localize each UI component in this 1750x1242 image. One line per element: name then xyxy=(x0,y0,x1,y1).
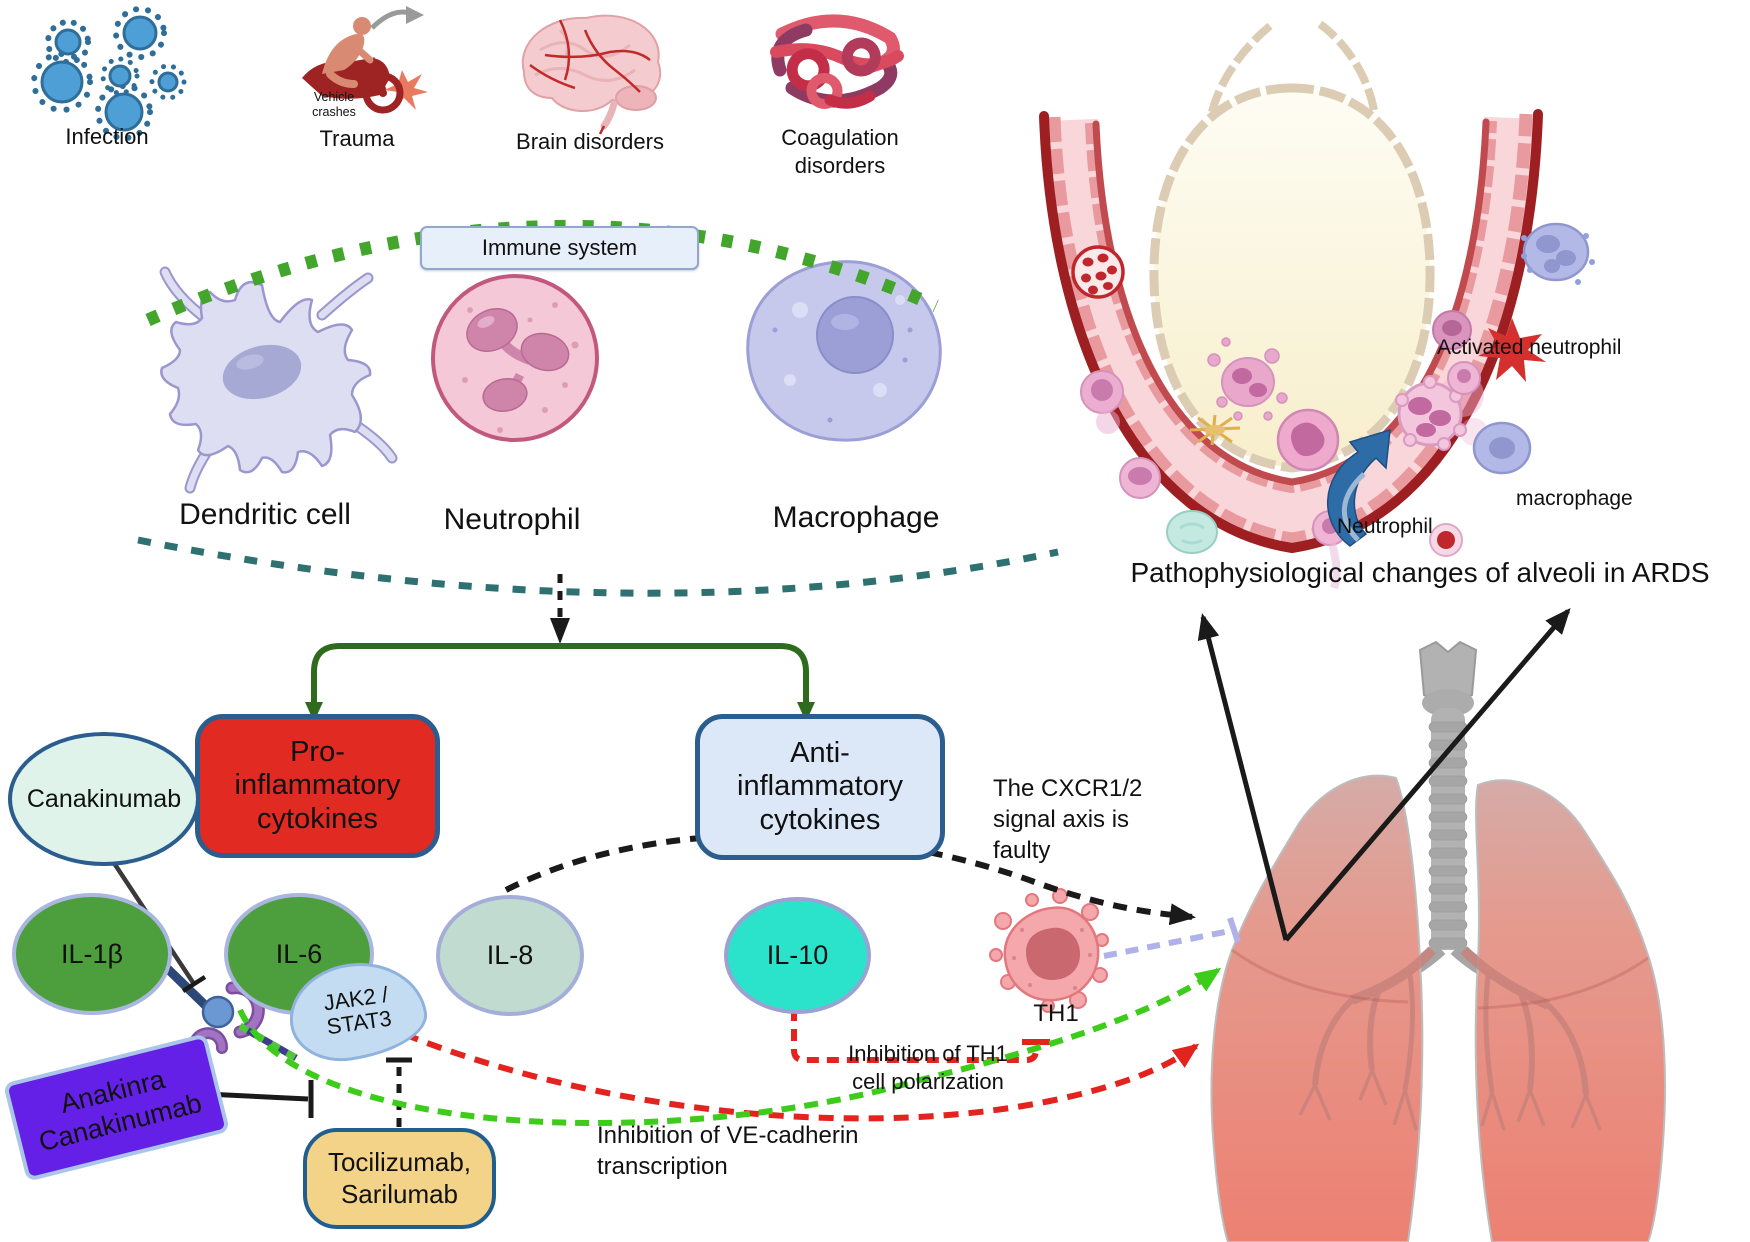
virus-cluster-icon xyxy=(31,6,187,141)
il10-ellipse: IL-10 xyxy=(724,897,871,1014)
coagulation-disorders-label: Coagulation disorders xyxy=(781,125,899,178)
il1-receptor-complex xyxy=(110,858,298,1062)
tocilizumab-sarilumab-box: Tocilizumab, Sarilumab xyxy=(303,1128,496,1229)
il10-th1-inhibition-path xyxy=(791,1009,1050,1063)
il10-label: IL-10 xyxy=(766,940,829,970)
brain-disorders-label: Brain disorders xyxy=(516,129,664,154)
cxcr-signal-dashed-arrow xyxy=(504,832,1196,926)
neutrophil-label: Neutrophil xyxy=(443,503,581,536)
pro-inflammatory-label: Pro- inflammatory cytokines xyxy=(234,736,401,835)
jak2-stat3-label: JAK2 / STAT3 xyxy=(321,981,394,1040)
pro-inflammatory-box: Pro- inflammatory cytokines xyxy=(195,714,440,858)
neutrophil-cell-illustration xyxy=(431,274,599,442)
green-bracket-arrow xyxy=(305,643,815,722)
migration-arrow-icon xyxy=(1327,428,1391,547)
th1-lung-blocked-line xyxy=(1103,917,1241,959)
th1-label: TH1 xyxy=(1033,1000,1079,1027)
lungs xyxy=(1210,774,1667,1242)
coagulation-clot-icon xyxy=(770,14,904,109)
alveoli-pointer-arrows xyxy=(1197,607,1571,942)
il8-ellipse: IL-8 xyxy=(436,895,584,1016)
dendritic-cell-illustration xyxy=(159,266,398,494)
flow-arrow-down xyxy=(550,574,570,644)
dendritic-cell-label: Dendritic cell xyxy=(179,498,351,531)
ve-cadherin-green-dashed-arrow xyxy=(237,967,1222,1127)
alveoli-macrophage-label: macrophage xyxy=(1516,487,1633,510)
trauma-label: Trauma xyxy=(319,126,395,151)
jak-lung-red-dashed-arrow xyxy=(402,1031,1200,1122)
canakinumab-label: Canakinumab xyxy=(26,784,182,813)
tocilizumab-sarilumab-label: Tocilizumab, Sarilumab xyxy=(327,1147,472,1209)
trachea xyxy=(1398,640,1498,982)
macrophage-label: Macrophage xyxy=(772,501,940,534)
il1b-label: IL-1β xyxy=(60,938,124,969)
cxcr-note: The CXCR1/2 signal axis is faulty xyxy=(993,775,1143,865)
canakinumab-ellipse: Canakinumab xyxy=(8,732,200,866)
vehicle-crashes-label: Vehicle crashes xyxy=(312,90,356,119)
anti-inflammatory-label: Anti- inflammatory cytokines xyxy=(737,737,903,836)
il1b-ellipse: IL-1β xyxy=(12,893,172,1015)
activated-neutrophil-label: Activated neutrophil xyxy=(1437,336,1622,359)
ve-cadherin-note: Inhibition of VE-cadherin transcription xyxy=(597,1122,859,1181)
immune-system-label: Immune system xyxy=(481,235,638,260)
infection-label: Infection xyxy=(65,124,149,149)
vehicle-crash-icon xyxy=(302,6,428,114)
brain-icon xyxy=(521,14,661,135)
teal-dashed-arc xyxy=(137,536,1059,597)
anakinra-canakinumab-label: Anakinra Canakinumab xyxy=(35,1063,205,1157)
alveoli-neutrophil-label: Neutrophil xyxy=(1337,515,1433,538)
anti-inflammatory-box: Anti- inflammatory cytokines xyxy=(695,714,945,860)
th1-inhibition-note: Inhibition of TH1 cell polarization xyxy=(848,1041,1008,1094)
il8-label: IL-8 xyxy=(486,940,534,970)
tocilizumab-inhibition-line xyxy=(386,1057,412,1127)
immune-system-box: Immune system xyxy=(420,226,699,270)
ards-caption: Pathophysiological changes of alveoli in… xyxy=(1130,557,1710,588)
th1-cell-illustration xyxy=(989,888,1109,1013)
anakinra-inhibition-line xyxy=(205,1080,314,1118)
il6-label: IL-6 xyxy=(275,938,323,969)
alveolus-vessel-illustration xyxy=(1039,20,1595,590)
macrophage-cell-illustration xyxy=(746,260,942,442)
